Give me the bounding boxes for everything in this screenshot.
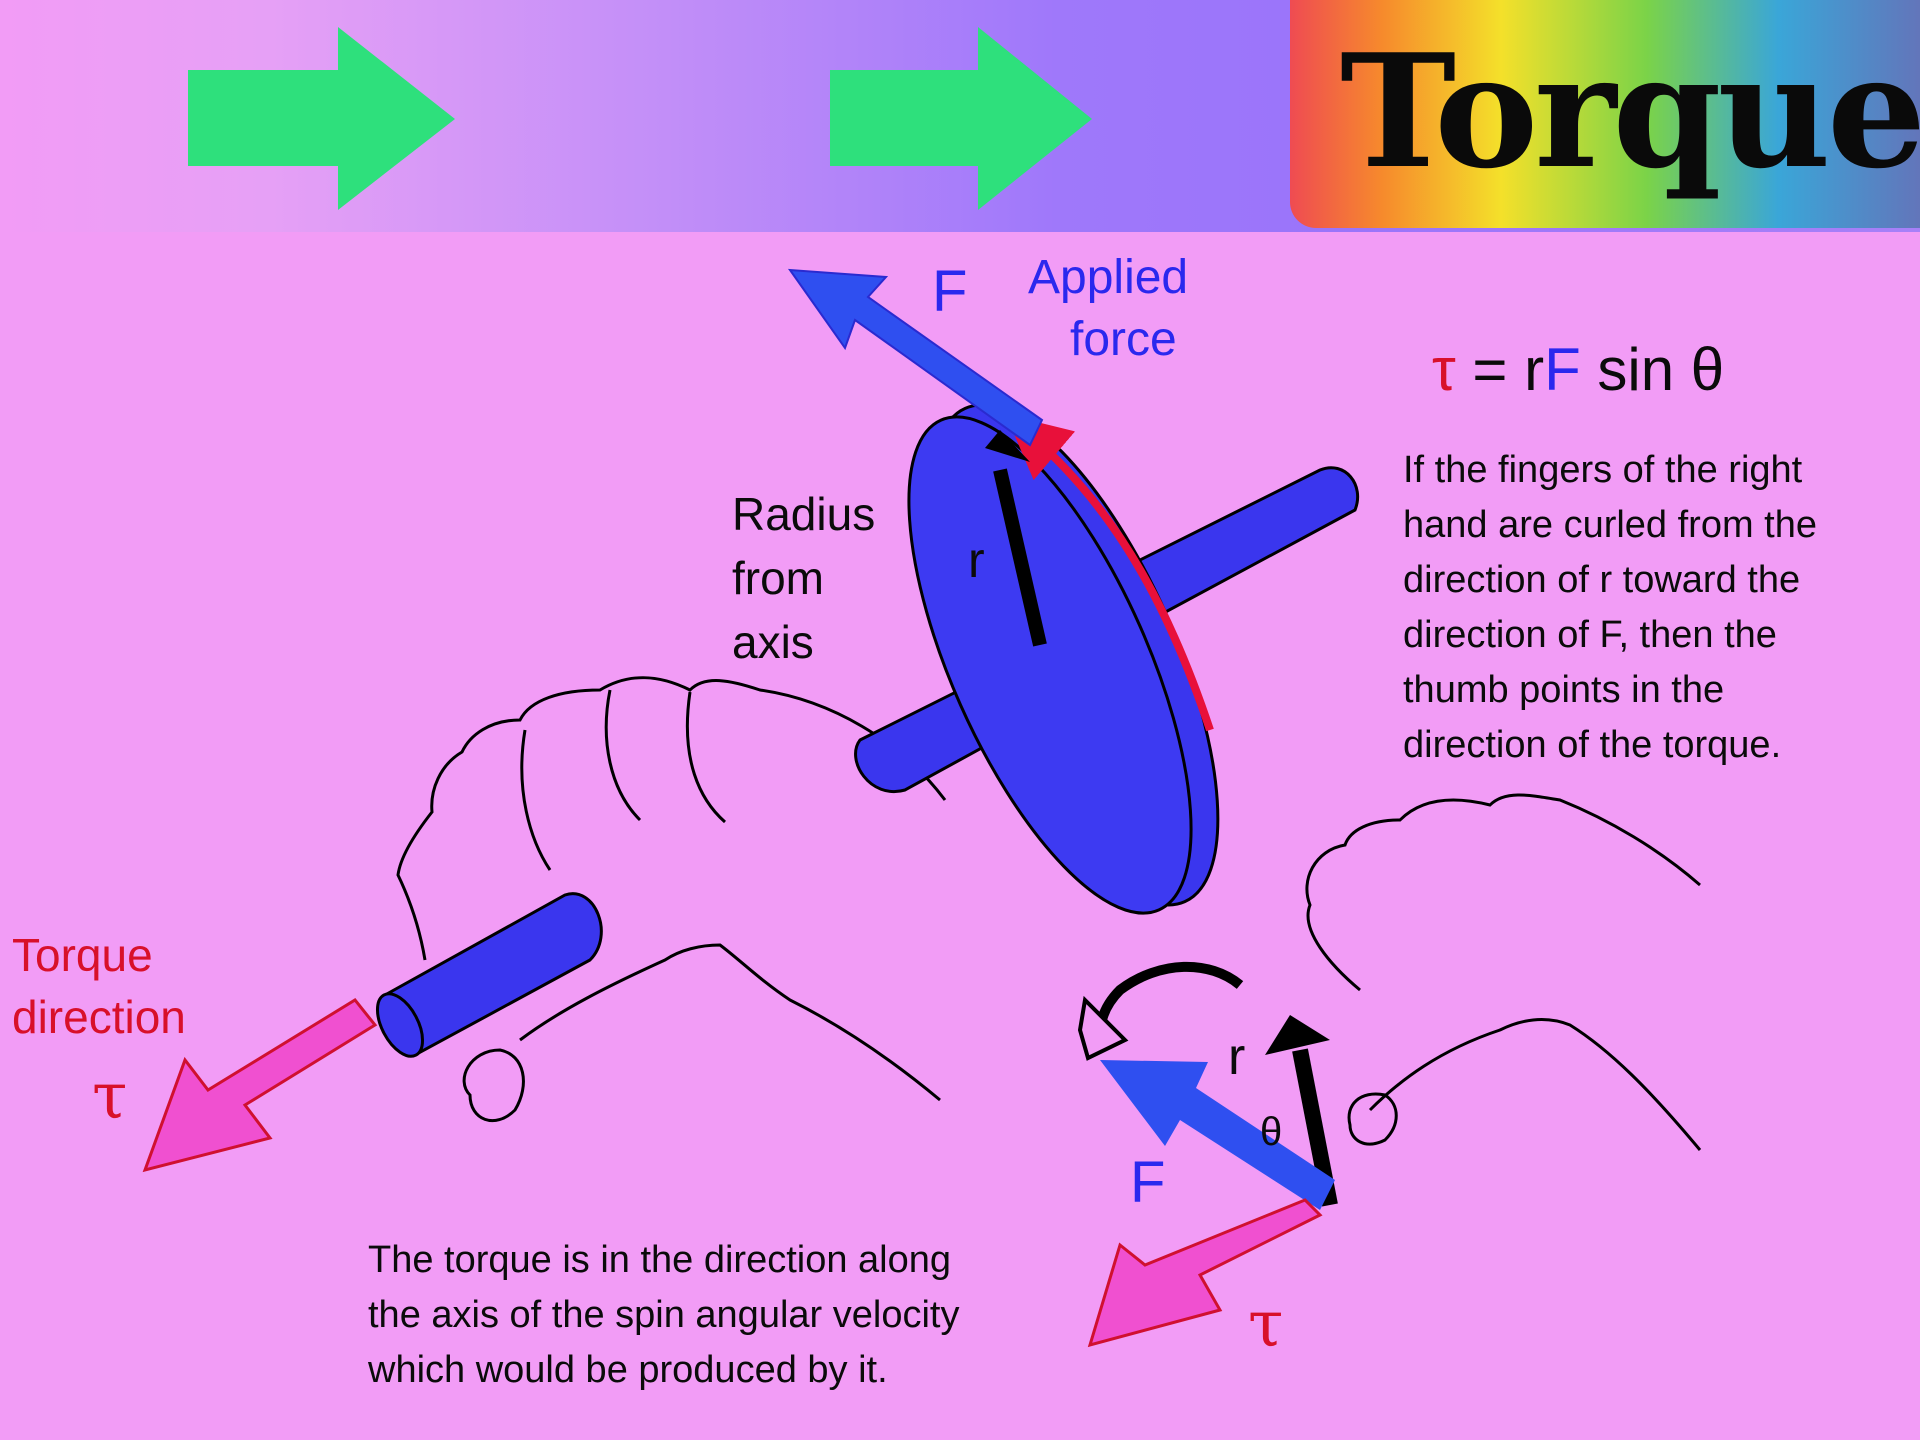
applied-force-f-label: F	[932, 259, 968, 324]
finger-lines	[520, 689, 726, 871]
right-hand-rule-line: direction of F, then the	[1403, 614, 1777, 656]
lower-r-label: r	[1228, 1028, 1246, 1086]
gripping-hand-outline	[396, 676, 947, 1102]
right-hand-outline	[1305, 793, 1702, 1151]
green-arrow-icon	[830, 27, 1092, 210]
right-hand-rule-line: thumb points in the	[1403, 669, 1725, 711]
formula-equals: = r	[1455, 336, 1545, 403]
torque-formula: τ = rF sin θ	[1432, 335, 1724, 405]
torque-direction-label-line2: direction	[12, 991, 186, 1043]
torque-tau-symbol-right: τ	[1248, 1288, 1284, 1362]
thumb-outline	[462, 1048, 525, 1123]
curl-arrow-icon	[1095, 961, 1244, 1036]
formula-rest: sin θ	[1580, 336, 1725, 403]
radius-label-line1: Radius	[732, 488, 876, 540]
lower-force-arrow-icon	[1100, 1060, 1335, 1210]
applied-force-arrow-icon	[787, 268, 1044, 447]
handle-cylinder-end	[375, 992, 425, 1058]
right-hand-rule-line: direction of r toward the	[1403, 559, 1801, 601]
wheel-face	[907, 415, 1193, 915]
radius-label-line2: from	[732, 552, 824, 604]
theta-label: θ	[1260, 1110, 1283, 1154]
title-box	[1290, 0, 1920, 228]
radius-arrowhead-icon	[985, 430, 1030, 462]
lower-radius-arrowhead-icon	[1265, 1015, 1330, 1055]
bottom-caption-line: which would be produced by it.	[368, 1349, 888, 1391]
axle-back	[1117, 466, 1360, 617]
wheel-r-label: r	[968, 532, 985, 588]
lower-f-label: F	[1130, 1150, 1166, 1215]
bottom-caption-line: the axis of the spin angular velocity	[368, 1294, 960, 1336]
handle-cylinder	[383, 892, 603, 1058]
radius-arrow	[993, 468, 1047, 647]
torque-direction-arrow-icon	[142, 998, 378, 1173]
green-arrow-icon	[188, 27, 455, 210]
rotation-arrow-icon	[1005, 414, 1214, 732]
page-title: Torque	[1340, 20, 1920, 203]
applied-force-label-line2: force	[1070, 313, 1177, 366]
right-hand-rule-line: hand are curled from the	[1403, 504, 1818, 546]
bottom-caption-line: The torque is in the direction along	[368, 1239, 952, 1281]
applied-force-label-line1: Applied	[1028, 251, 1189, 304]
lower-torque-arrow-icon	[1087, 1198, 1323, 1348]
torque-direction-label-line1: Torque	[12, 929, 153, 981]
right-hand-rule-line: direction of the torque.	[1403, 724, 1782, 766]
formula-tau: τ	[1432, 336, 1456, 403]
torque-tau-symbol-left: τ	[92, 1060, 128, 1134]
right-hand-rule-line: If the fingers of the right	[1403, 449, 1803, 491]
curl-arrowhead-icon	[1077, 995, 1129, 1061]
radius-label-line3: axis	[732, 616, 814, 668]
formula-f: F	[1544, 336, 1581, 403]
right-thumb-outline	[1347, 1092, 1398, 1146]
